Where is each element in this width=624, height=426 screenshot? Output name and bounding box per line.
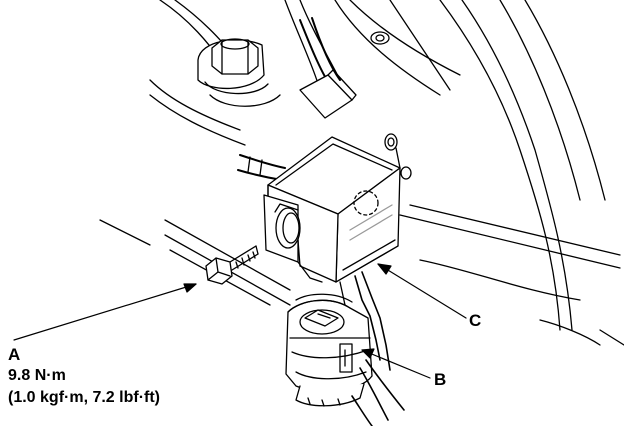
leader-arrow-b bbox=[361, 348, 375, 359]
leader-line-a bbox=[13, 283, 197, 341]
chassis-background bbox=[99, 0, 624, 346]
wire-harness bbox=[237, 17, 357, 181]
leader-line-c bbox=[377, 263, 467, 319]
upper-bolt bbox=[197, 38, 281, 107]
leader-arrow-a bbox=[183, 283, 197, 293]
callout-b-label: B bbox=[434, 370, 447, 389]
sensor-module bbox=[263, 136, 401, 371]
harness-connector bbox=[285, 293, 405, 426]
leader-lines bbox=[13, 263, 467, 379]
torque-spec-alt-units: (1.0 kgf·m, 7.2 lbf·ft) bbox=[8, 389, 161, 406]
callout-c-label: C bbox=[469, 311, 482, 330]
mounting-bolt bbox=[205, 245, 259, 285]
callout-a-label: A bbox=[8, 345, 21, 364]
torque-spec-nm: 9.8 N·m bbox=[8, 367, 66, 384]
leader-arrow-c bbox=[377, 263, 392, 275]
leader-line-b bbox=[361, 349, 431, 379]
mounting-holes bbox=[384, 133, 412, 180]
